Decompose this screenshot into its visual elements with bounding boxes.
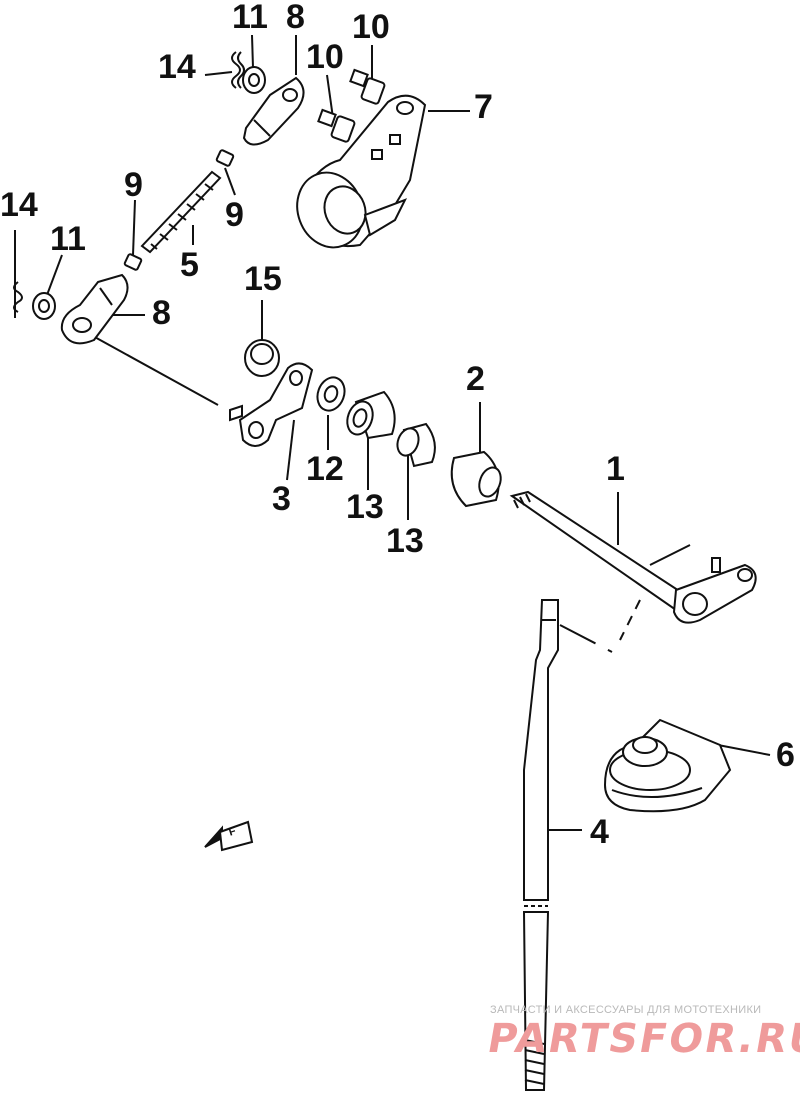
- bushing-13-left: [346, 390, 396, 440]
- callout-6: 6: [776, 736, 795, 774]
- callout-13-left: 13: [346, 488, 384, 526]
- pivot-axis-line: [81, 329, 219, 406]
- plate-3: [229, 362, 314, 447]
- watermark-brand: PARTSFOR.RU: [483, 1016, 800, 1062]
- callout-8-upper: 8: [286, 0, 305, 36]
- nut-9-upper: [215, 149, 235, 167]
- callout-14-lower: 14: [0, 186, 38, 224]
- callout-7: 7: [474, 88, 493, 126]
- washer-11-lower: [32, 292, 56, 320]
- washer-11-upper: [242, 66, 266, 94]
- callout-11-lower: 11: [50, 220, 86, 258]
- bracket-7: [296, 94, 427, 249]
- callout-5: 5: [180, 246, 199, 284]
- leader-9b: [224, 167, 236, 196]
- leader-11a: [251, 34, 254, 69]
- shift-rod-4: [522, 599, 559, 1091]
- callout-8-lower: 8: [152, 294, 171, 332]
- forward-arrow-icon: [204, 820, 254, 852]
- leader-9a: [132, 199, 136, 256]
- callout-3: 3: [272, 480, 291, 518]
- callout-13-right: 13: [386, 522, 424, 560]
- watermark-tagline: ЗАПЧАСТИ И АКСЕССУАРЫ ДЛЯ МОТОТЕХНИКИ: [490, 1004, 762, 1016]
- callout-15: 15: [244, 260, 282, 298]
- leader-10b: [326, 74, 334, 119]
- bolt-10-left: [317, 108, 356, 143]
- rod-link-line-2: [619, 599, 641, 641]
- threaded-rod-5: [140, 170, 222, 254]
- nut-9-lower: [123, 253, 143, 271]
- callout-10-right: 10: [352, 8, 390, 46]
- bolt-10-right: [349, 68, 386, 105]
- clip-14-upper: [231, 51, 245, 89]
- callout-9-lower: 9: [124, 166, 143, 204]
- leader-6: [717, 744, 771, 756]
- callout-2: 2: [466, 360, 485, 398]
- bushing-15: [244, 339, 280, 377]
- callout-14-upper: 14: [158, 48, 196, 86]
- leader-lines: [14, 34, 771, 831]
- callout-9-upper: 9: [225, 196, 244, 234]
- damper-6: [603, 718, 732, 813]
- rod-link-line: [559, 624, 613, 653]
- leader-14a: [204, 71, 233, 76]
- arm-8-lower: [60, 273, 129, 345]
- callout-10-left: 10: [306, 38, 344, 76]
- leader-11b: [46, 254, 63, 296]
- callout-4: 4: [590, 813, 609, 851]
- sleeve-2: [450, 450, 502, 508]
- shaft-1: [509, 490, 757, 624]
- bushing-13-right: [396, 422, 436, 468]
- callout-12: 12: [306, 450, 344, 488]
- callout-1: 1: [606, 450, 625, 488]
- alignment-lines: [81, 329, 691, 653]
- leader-3: [286, 419, 295, 481]
- callout-11-upper: 11: [232, 0, 268, 36]
- arm-8-upper: [242, 76, 305, 146]
- lever-guide-line: [649, 544, 691, 566]
- washer-12: [316, 376, 346, 412]
- clip-14-lower: [13, 281, 23, 313]
